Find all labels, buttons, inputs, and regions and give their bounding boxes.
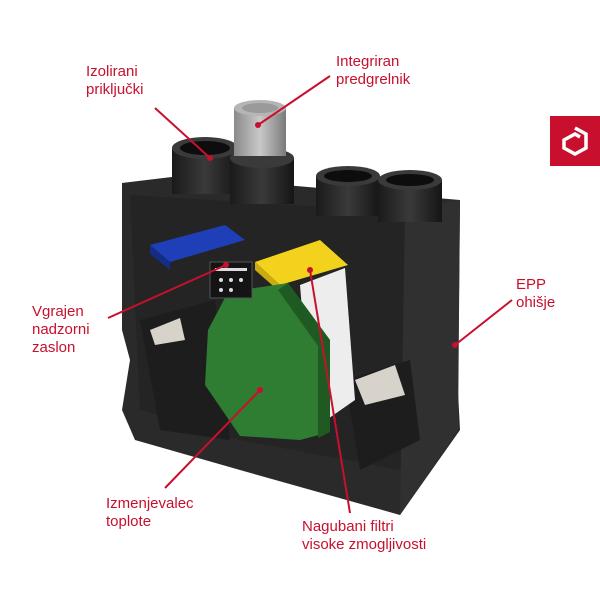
heat-exchanger-shape bbox=[205, 283, 330, 440]
pointer-connectors bbox=[154, 107, 211, 159]
label-pleated-filters: Nagubani filtri visoke zmogljivosti bbox=[302, 518, 427, 553]
yellow-filter-side bbox=[255, 262, 280, 292]
blue-filter-shape bbox=[150, 225, 245, 262]
pointer-preheater bbox=[257, 75, 331, 126]
label-insulated-connectors: Izolirani priključki bbox=[86, 63, 144, 98]
brand-logo-icon bbox=[550, 116, 600, 166]
label-integrated-preheater: Integriran predgrelnik bbox=[336, 53, 411, 88]
heat-exchanger-side bbox=[278, 283, 330, 438]
pointer-lines bbox=[107, 75, 513, 514]
label-built-in-display: Vgrajen nadzorni zaslon bbox=[32, 303, 90, 356]
pointer-housing bbox=[454, 299, 513, 346]
pointer-exchanger bbox=[164, 389, 261, 489]
preheater-shape bbox=[234, 100, 286, 156]
pointer-display bbox=[107, 264, 227, 319]
label-heat-exchanger: Izmenjevalec toplote bbox=[106, 495, 194, 530]
connectors-shape bbox=[172, 137, 442, 222]
pointer-filters bbox=[309, 269, 351, 514]
display-shape bbox=[209, 261, 253, 299]
blue-filter-side bbox=[150, 245, 170, 270]
yellow-filter-shape bbox=[255, 240, 348, 285]
label-epp-housing: EPP ohišje bbox=[516, 276, 556, 311]
